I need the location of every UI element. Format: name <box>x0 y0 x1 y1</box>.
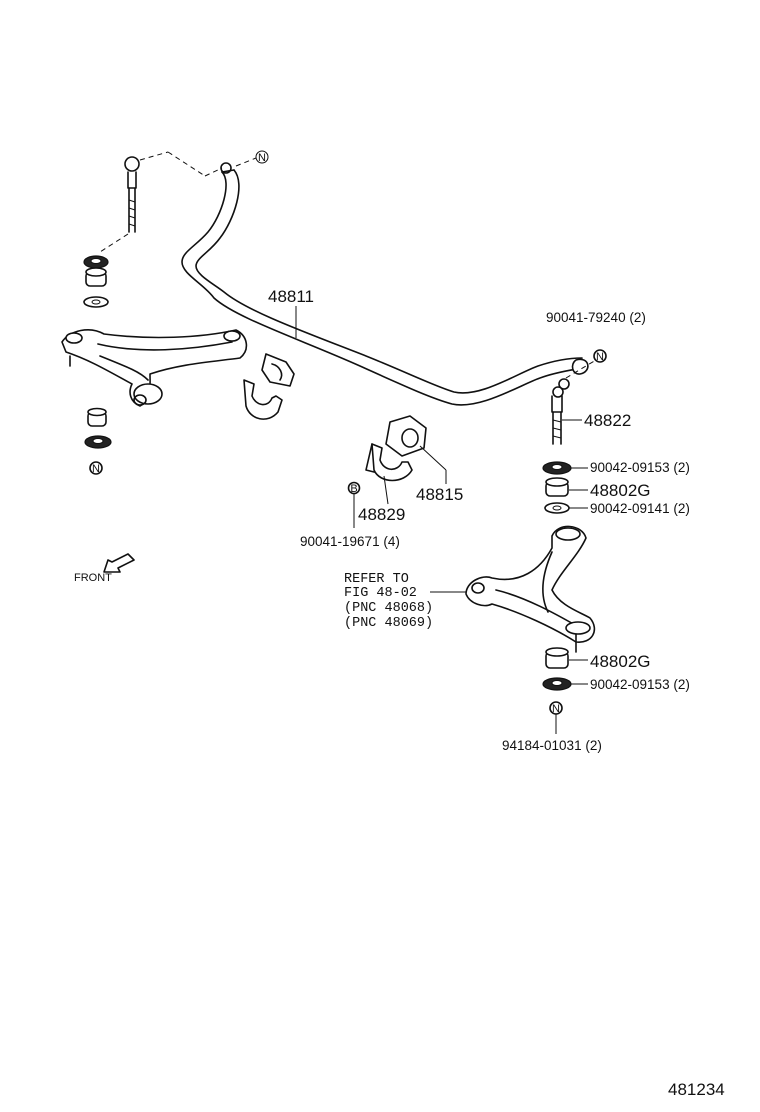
label-bracket: 48829 <box>358 505 405 524</box>
label-refer-1: REFER TO <box>344 572 409 587</box>
label-refer-2: FIG 48-02 <box>344 586 417 601</box>
stabilizer-bar <box>181 162 589 406</box>
callout-n-lower-right: N <box>552 703 560 715</box>
left-lower-arm <box>61 329 248 407</box>
leader-lines <box>295 306 588 734</box>
callout-n-right: N <box>596 351 604 363</box>
label-bracket-bolt: 90041-19671 (4) <box>300 534 400 549</box>
label-retainer-upper: 90042-09153 (2) <box>590 460 690 475</box>
label-link-bolt-nut: 90041-79240 (2) <box>546 310 646 325</box>
label-lower-nut: 94184-01031 (2) <box>502 738 602 753</box>
label-retainer-lower: 90042-09153 (2) <box>590 677 690 692</box>
right-stabilizer-link <box>551 349 607 445</box>
figure-number: 481234 <box>668 1080 725 1099</box>
label-bushing: 48815 <box>416 485 463 504</box>
callout-n-lower-left: N <box>92 463 100 475</box>
bushing-48815 <box>385 415 427 457</box>
left-bushing-bracket <box>243 353 295 420</box>
callout-b: B <box>350 483 357 495</box>
label-refer-4: (PNC 48069) <box>344 616 433 631</box>
label-stabilizer-link: 48822 <box>584 411 631 430</box>
label-cushion-lower: 48802G <box>590 652 651 671</box>
label-refer-3: (PNC 48068) <box>344 601 433 616</box>
label-front: FRONT <box>74 572 112 584</box>
label-cushion-upper: 48802G <box>590 481 651 500</box>
label-stabilizer-bar: 48811 <box>268 287 314 306</box>
label-retainer-mid: 90042-09141 (2) <box>590 501 690 516</box>
right-lower-arm <box>465 525 596 653</box>
bracket-48829 <box>347 443 413 495</box>
front-arrow-icon <box>103 553 135 573</box>
callout-n-left: N <box>258 152 266 164</box>
left-stabilizer-link <box>99 151 257 253</box>
left-cushion-stack <box>83 255 112 475</box>
